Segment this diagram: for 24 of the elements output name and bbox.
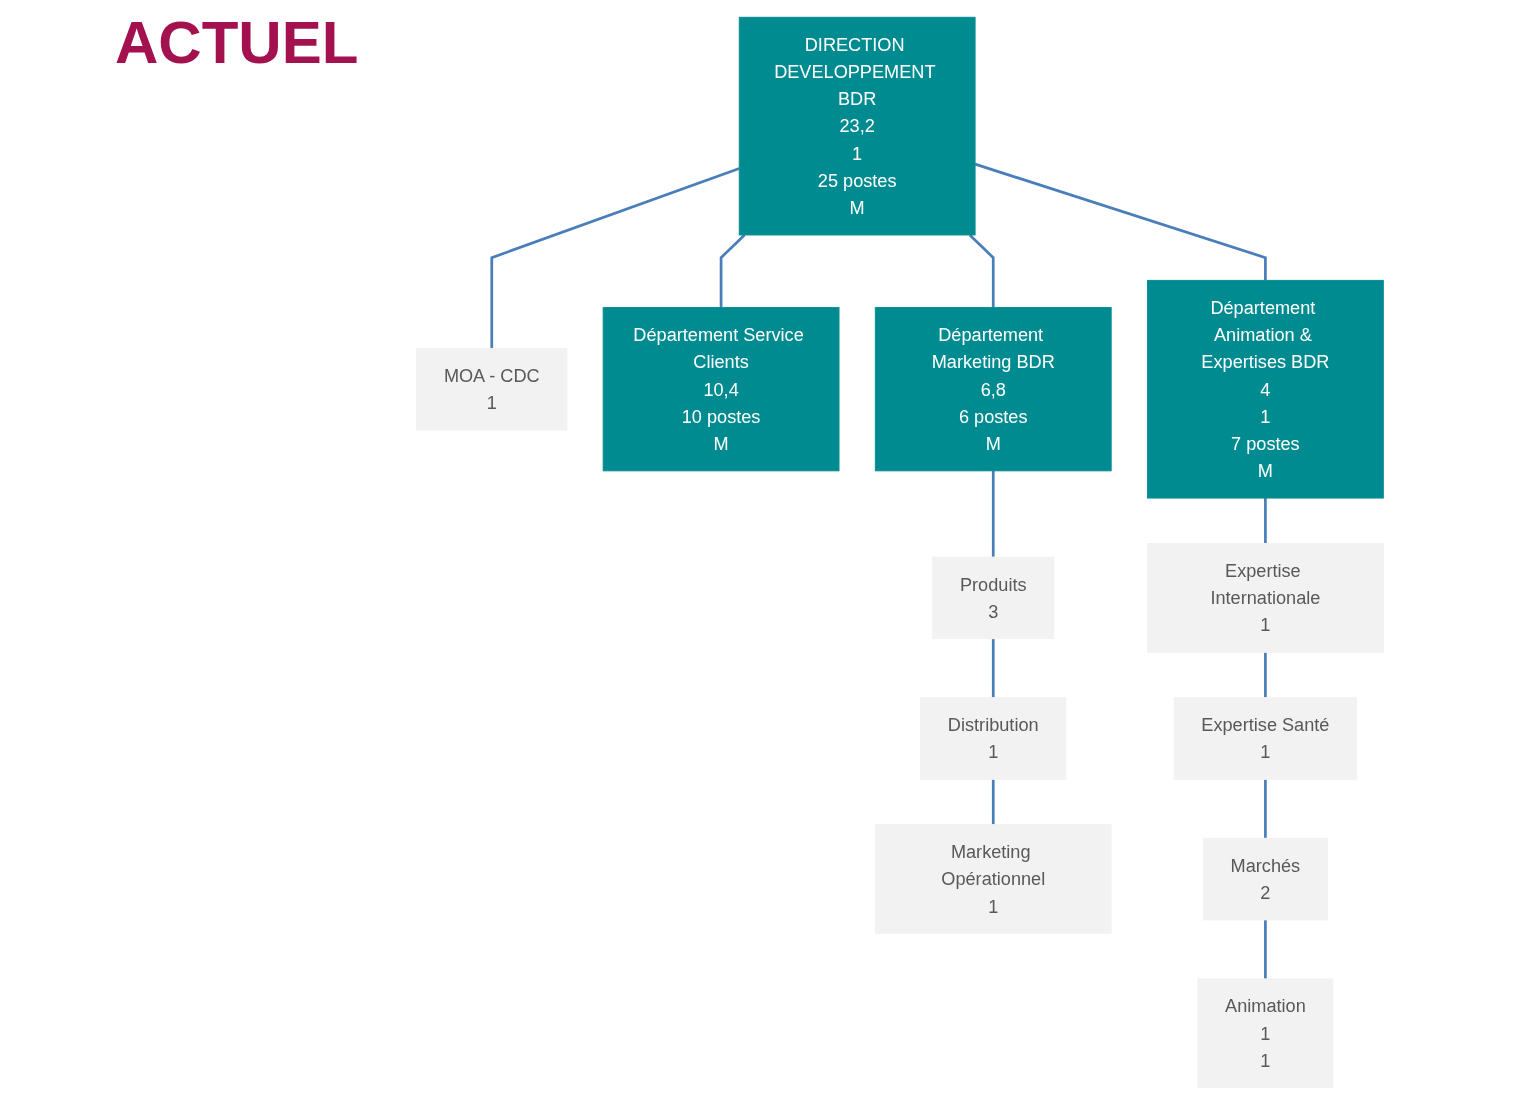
node-box: Expertise Santé 1 [1173,697,1358,780]
connector [968,234,995,308]
connector [991,779,995,825]
node-box: Département Animation & Expertises BDR 4 1 7 postes M [1147,279,1384,499]
node-box: Marchés 2 [1202,837,1328,921]
connector [991,470,995,558]
node-box: Animation 1 1 [1197,978,1334,1089]
node-box: Département Service Clients 10,4 10 postes M [602,307,840,472]
node-box: Expertise Internationale 1 [1147,542,1384,653]
connector [1264,779,1267,839]
connector [1264,498,1267,544]
node-box: MOA - CDC 1 [416,347,568,431]
title: ACTUEL [115,8,359,77]
node-box: Marketing Opérationnel 1 [874,824,1112,934]
node-box: Distribution 1 [920,697,1067,780]
connector [974,162,1267,281]
connector [490,167,740,349]
node-box: Département Marketing BDR 6,8 6 postes M [874,307,1112,472]
connector [719,234,746,308]
connector [1264,919,1267,979]
node-box: DIRECTION DEVELOPPEMENT BDR 23,2 1 25 postes M [738,16,976,236]
connector [991,638,995,698]
connector [1264,652,1267,698]
node-box: Produits 3 [932,556,1055,640]
